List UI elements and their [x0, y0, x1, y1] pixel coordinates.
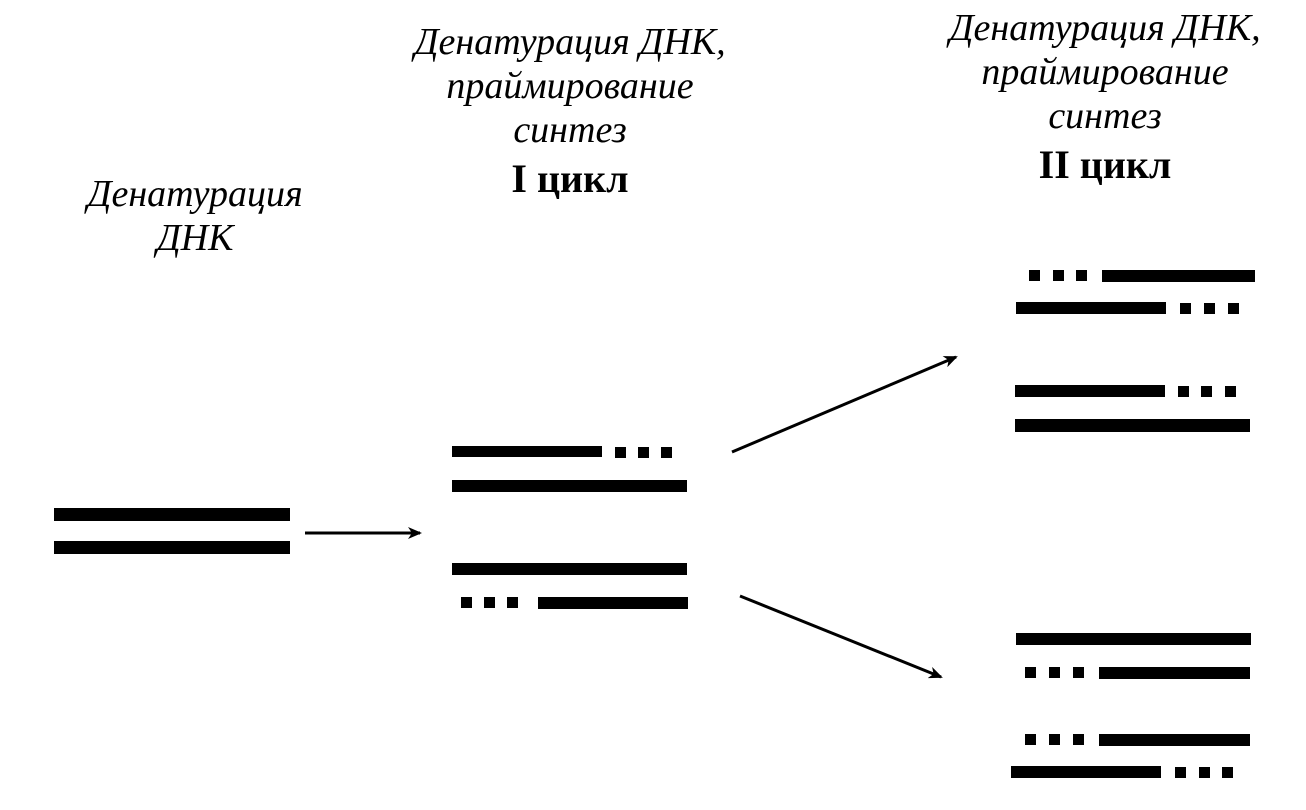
- new-strand-dotted: [461, 597, 518, 608]
- new-strand-dotted: [1180, 303, 1239, 314]
- cycle-2-duplex-1: [1016, 270, 1255, 314]
- label-cycle-2-line-2: праймирование: [981, 51, 1229, 93]
- arrow-to-cycle-2-upper: [731, 355, 958, 454]
- template-strand: [452, 446, 602, 457]
- label-cycle-1-line-2: праймирование: [446, 65, 694, 107]
- template-strand: [1015, 419, 1250, 432]
- new-strand-dotted: [615, 447, 672, 458]
- cycle-2-duplex-2: [1015, 385, 1250, 432]
- template-strand: [452, 480, 687, 492]
- template-strand: [1011, 766, 1161, 778]
- label-cycle-2: Денатурация ДНК, праймирование синтез II…: [910, 6, 1300, 192]
- label-cycle-2-title: II цикл: [1038, 142, 1172, 187]
- label-denaturation: Денатурация ДНК: [50, 172, 340, 260]
- new-strand-dotted: [1029, 270, 1087, 281]
- cycle-1-duplex-lower: [452, 563, 688, 609]
- new-strand-dotted: [1025, 734, 1084, 745]
- original-dna: [54, 508, 290, 554]
- label-cycle-1: Денатурация ДНК, праймирование синтез I …: [380, 20, 760, 206]
- template-strand: [1016, 302, 1166, 314]
- label-cycle-2-line-1: Денатурация ДНК,: [949, 7, 1261, 49]
- cycle-2-duplex-4: [1011, 734, 1250, 778]
- label-denaturation-line-2: ДНК: [156, 217, 234, 259]
- template-strand: [54, 508, 290, 521]
- template-strand: [1102, 270, 1255, 282]
- arrow-to-cycle-2-lower: [739, 594, 943, 679]
- template-strand: [1016, 633, 1251, 645]
- label-cycle-1-title: I цикл: [511, 156, 629, 201]
- label-denaturation-line-1: Денатурация: [87, 173, 303, 215]
- new-strand-dotted: [1175, 767, 1233, 778]
- cycle-1-duplex-upper: [452, 446, 687, 492]
- template-strand: [1099, 734, 1250, 746]
- new-strand-dotted: [1178, 386, 1236, 397]
- template-strand: [452, 563, 687, 575]
- template-strand: [1099, 667, 1250, 679]
- template-strand: [1015, 385, 1165, 397]
- template-strand: [538, 597, 688, 609]
- label-cycle-1-line-1: Денатурация ДНК,: [414, 21, 726, 63]
- new-strand-dotted: [1025, 667, 1084, 678]
- template-strand: [54, 541, 290, 554]
- label-cycle-2-line-3: синтез: [1048, 95, 1162, 137]
- cycle-2-duplex-3: [1016, 633, 1251, 679]
- label-cycle-1-line-3: синтез: [513, 109, 627, 151]
